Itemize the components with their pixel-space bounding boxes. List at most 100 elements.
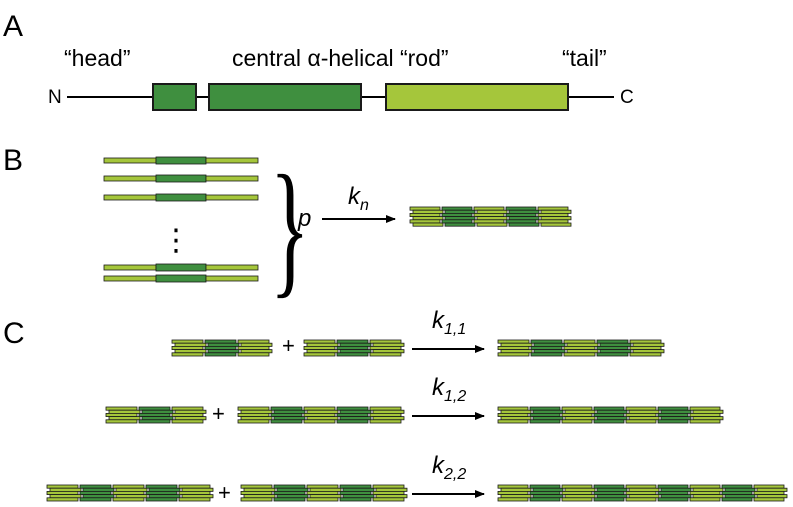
filament-strand bbox=[148, 487, 181, 492]
filament-strand bbox=[596, 352, 629, 357]
tail-segment bbox=[205, 264, 259, 271]
filament-strand bbox=[566, 342, 599, 347]
filament-strand bbox=[689, 406, 721, 411]
filament-strand bbox=[561, 497, 593, 502]
filament-strand bbox=[375, 494, 408, 499]
filament-strand bbox=[533, 349, 566, 354]
filament-strand bbox=[115, 487, 148, 492]
filament-strand bbox=[237, 345, 270, 350]
filament-strand bbox=[566, 349, 599, 354]
filament-strand bbox=[444, 222, 476, 227]
filament-strand bbox=[243, 487, 276, 492]
monomer-stack bbox=[103, 156, 259, 283]
n-terminus-label: N bbox=[48, 87, 62, 108]
product-filament bbox=[497, 339, 665, 357]
filament-strand bbox=[689, 484, 721, 489]
filament-strand bbox=[508, 209, 540, 214]
filament-strand bbox=[204, 339, 237, 344]
filament-strand bbox=[303, 352, 336, 357]
filament-strand bbox=[141, 409, 174, 414]
filament-strand bbox=[476, 209, 508, 214]
filament-strand bbox=[500, 494, 532, 499]
filament-strand bbox=[500, 342, 533, 347]
filament-strand bbox=[207, 342, 240, 347]
filament-strand bbox=[240, 416, 273, 421]
tail-segment bbox=[205, 157, 259, 164]
product-filament bbox=[497, 406, 724, 424]
filament-strand bbox=[306, 409, 339, 414]
filament-strand bbox=[336, 406, 369, 411]
filament-strand bbox=[240, 497, 273, 502]
filament-strand bbox=[529, 419, 561, 424]
filament-strand bbox=[692, 416, 724, 421]
filament-strand bbox=[303, 419, 336, 424]
filament-strand bbox=[561, 419, 593, 424]
rod-segment bbox=[155, 263, 207, 272]
filament-strand bbox=[497, 497, 529, 502]
filament-strand bbox=[473, 219, 505, 224]
tail-segment bbox=[103, 194, 157, 201]
filament-strand bbox=[596, 339, 629, 344]
reaction-row-1: + k1,1 bbox=[171, 307, 665, 358]
nucleus-bundle bbox=[409, 206, 572, 227]
filament-strand bbox=[724, 494, 756, 499]
filament-strand bbox=[369, 419, 402, 424]
filament-strand bbox=[564, 409, 596, 414]
curly-brace: } bbox=[270, 145, 310, 311]
filament-strand bbox=[372, 409, 405, 414]
filament-strand bbox=[657, 412, 689, 417]
filament-strand bbox=[171, 419, 204, 424]
tail-domain bbox=[385, 83, 569, 111]
filament-strand bbox=[441, 212, 473, 217]
filament-strand bbox=[240, 484, 273, 489]
filament-strand bbox=[82, 487, 115, 492]
reaction-row-3: + k2,2 bbox=[46, 452, 788, 505]
filament-strand bbox=[369, 339, 402, 344]
product-filament bbox=[497, 484, 788, 502]
reaction-row-2: + k1,2 bbox=[105, 374, 724, 426]
filament-strand bbox=[372, 416, 405, 421]
filament-strand bbox=[237, 339, 270, 344]
filament-strand bbox=[561, 412, 593, 417]
filament-strand bbox=[237, 406, 270, 411]
filament-strand bbox=[369, 406, 402, 411]
filament-strand bbox=[372, 490, 405, 495]
filament-strand bbox=[273, 490, 306, 495]
filament-strand bbox=[138, 406, 171, 411]
filament-strand bbox=[473, 212, 505, 217]
filament-strand bbox=[529, 484, 561, 489]
filament-strand bbox=[500, 349, 533, 354]
filament-strand bbox=[276, 487, 309, 492]
filament-strand bbox=[628, 494, 660, 499]
filament-strand bbox=[692, 494, 724, 499]
rod-domain bbox=[208, 83, 362, 111]
filament-strand bbox=[336, 345, 369, 350]
filament-strand bbox=[529, 406, 561, 411]
filament-strand bbox=[441, 219, 473, 224]
rod-segment bbox=[155, 193, 207, 202]
filament-strand bbox=[171, 345, 204, 350]
filament-strand bbox=[204, 352, 237, 357]
filament-strand bbox=[508, 222, 540, 227]
filament-strand bbox=[497, 419, 529, 424]
panel-c-label: C bbox=[3, 317, 25, 350]
filament-strand bbox=[497, 490, 529, 495]
filament-strand bbox=[540, 222, 572, 227]
filament-strand bbox=[505, 206, 537, 211]
reactant-filament bbox=[46, 484, 214, 502]
filament-strand bbox=[339, 484, 372, 489]
filament-strand bbox=[692, 409, 724, 414]
tail-segment bbox=[205, 175, 259, 182]
filament-strand bbox=[148, 494, 181, 499]
filament-strand bbox=[171, 339, 204, 344]
filament-strand bbox=[306, 342, 339, 347]
filament-strand bbox=[625, 490, 657, 495]
filament-strand bbox=[632, 349, 665, 354]
filament-strand bbox=[497, 406, 529, 411]
filament-strand bbox=[657, 406, 689, 411]
plus-sign: + bbox=[212, 401, 225, 426]
filament-strand bbox=[660, 416, 692, 421]
filament-strand bbox=[372, 497, 405, 502]
filament-strand bbox=[533, 342, 566, 347]
